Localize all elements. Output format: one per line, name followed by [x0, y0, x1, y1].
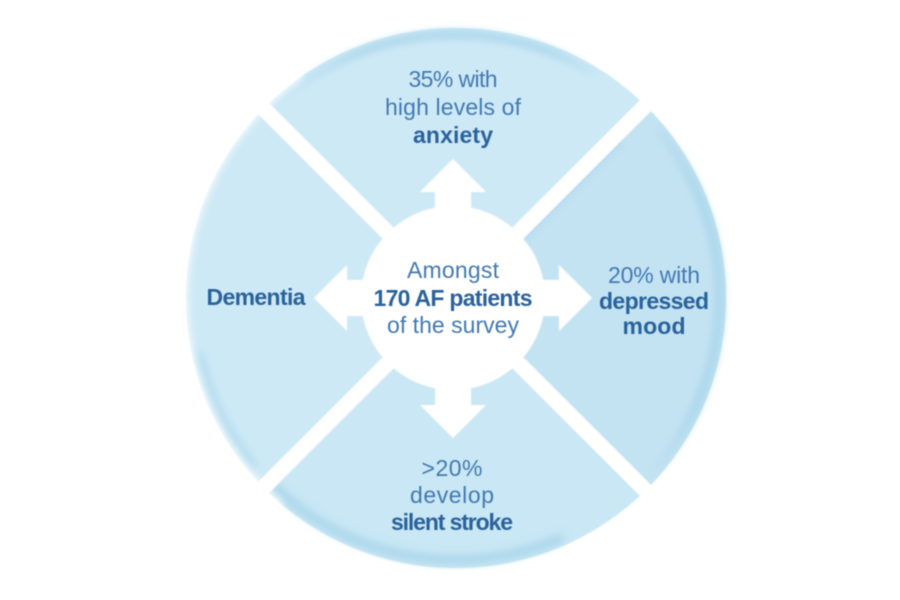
svg-text:silent stroke: silent stroke	[391, 509, 513, 535]
svg-text:Dementia: Dementia	[207, 284, 306, 310]
svg-text:170 AF patients: 170 AF patients	[374, 285, 533, 311]
svg-text:anxiety: anxiety	[413, 122, 493, 148]
svg-text:20% with: 20% with	[608, 262, 700, 288]
svg-text:>20%: >20%	[422, 455, 483, 481]
svg-text:mood: mood	[623, 313, 686, 339]
svg-text:35% with: 35% with	[409, 66, 498, 92]
svg-text:Amongst: Amongst	[407, 257, 500, 283]
svg-text:develop: develop	[410, 482, 494, 508]
svg-text:high levels of: high levels of	[385, 94, 522, 120]
svg-text:depressed: depressed	[599, 288, 709, 314]
svg-text:of the survey: of the survey	[387, 312, 520, 338]
